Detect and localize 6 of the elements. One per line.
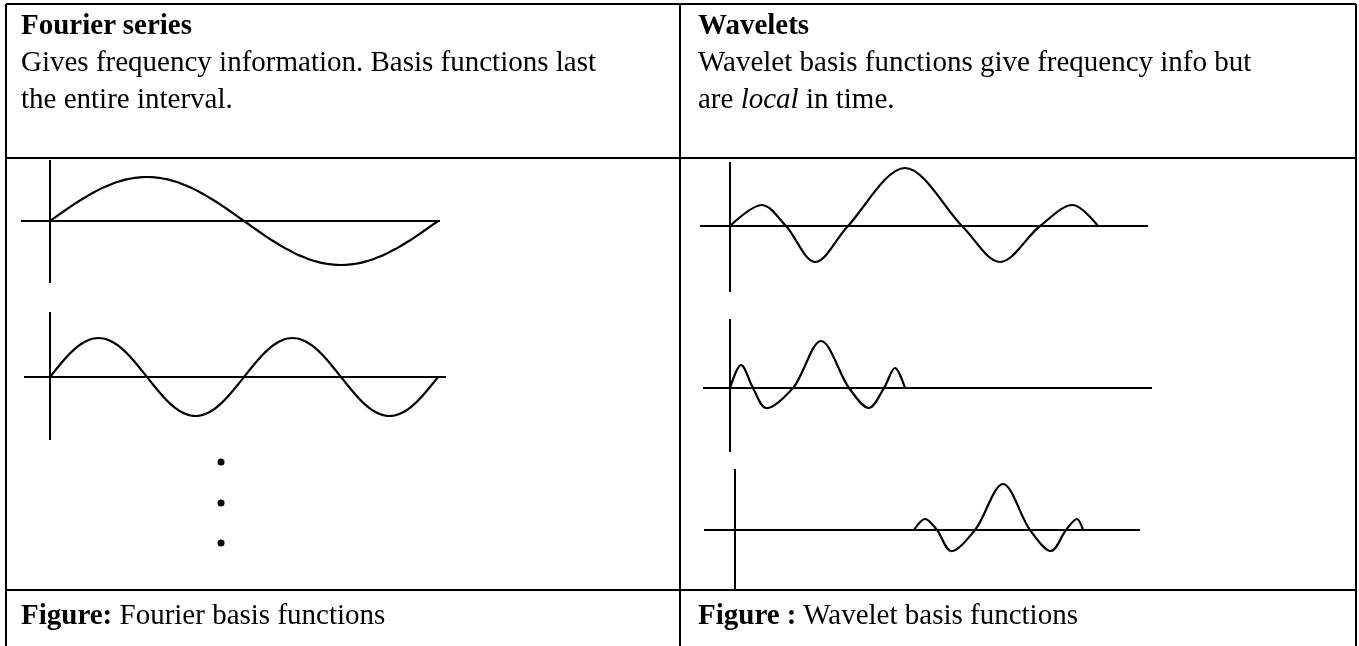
description-text: Wavelet basis functions give frequency info but are local in time.: [698, 44, 1253, 116]
column-heading: Fourier series: [21, 7, 193, 42]
figure-caption: Figure : Wavelet basis functions: [698, 597, 1079, 632]
description-text: Gives frequency information. Basis functions last the entire interval.: [21, 44, 598, 116]
figure-caption: Figure: Fourier basis functions: [21, 597, 387, 632]
column-heading: Wavelets: [698, 7, 811, 42]
